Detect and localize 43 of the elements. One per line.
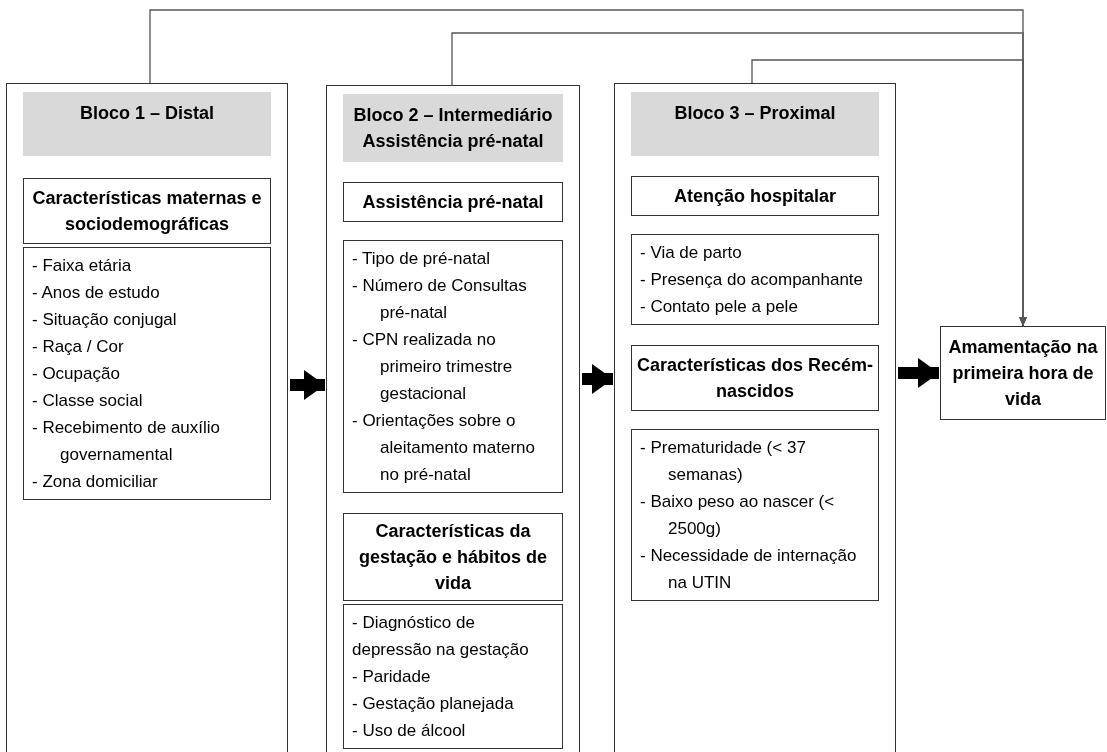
category-header-box: Atenção hospitalar [631,176,879,216]
block-panel [614,83,896,752]
list-item: - Uso de álcool [352,720,467,742]
category-header-box: Assistência pré-natal [343,182,563,222]
variable-list-box [631,234,879,325]
block-panel [326,85,580,752]
list-item: - Raça / Cor [32,336,125,358]
list-item: - Orientações sobre o aleitamento materno no pré-natal [352,410,536,486]
block-heading: Bloco 1 – Distal [23,92,271,156]
block-arrow [290,370,325,400]
list-item: - Via de parto [640,242,743,264]
list-item: - Baixo peso ao nascer (< 2500g) [640,491,836,540]
list-item: - Gestação planejada [352,693,515,715]
list-item: - Paridade [352,666,432,688]
list-item: - Anos de estudo [32,282,161,304]
block-arrow [582,364,613,394]
list-item: - Recebimento de auxílio governamental [32,417,222,466]
block-panel [6,83,288,752]
block-arrow [898,358,939,388]
variable-list-box [631,429,879,601]
variable-list-box [23,247,271,500]
list-item: - Prematuridade (< 37 semanas) [640,437,807,486]
list-item: - Necessidade de internação na UTIN [640,545,858,594]
outcome-box: Amamentação na primeira hora de vida [940,326,1106,420]
list-item: - CPN realizada no primeiro trimestre gestacional [352,329,514,405]
list-item: - Presença do acompanhante [640,269,865,291]
category-header-box: Características dos Recém-nascidos [631,345,879,411]
list-item: - Contato pele a pele [640,296,799,318]
list-item: - Número de Consultas pré-natal [352,275,528,324]
list-item: - Zona domiciliar [32,471,159,493]
variable-list-box [343,604,563,749]
list-item: - Ocupação [32,363,121,385]
variable-list-box [343,240,563,493]
connector-arrow [751,59,1027,327]
list-item: - Situação conjugal [32,309,178,331]
category-header-box: Características maternas e sociodemográficas [23,178,271,244]
list-item: - Diagnóstico de depressão na gestação [352,612,530,661]
list-item: - Faixa etária [32,255,133,277]
category-header-box: Características da gestação e hábitos de vida [343,513,563,601]
block-heading: Bloco 2 – Intermediário Assistência pré-natal [343,94,563,162]
list-item: - Tipo de pré-natal [352,248,491,270]
block-heading: Bloco 3 – Proximal [631,92,879,156]
list-item: - Classe social [32,390,144,412]
